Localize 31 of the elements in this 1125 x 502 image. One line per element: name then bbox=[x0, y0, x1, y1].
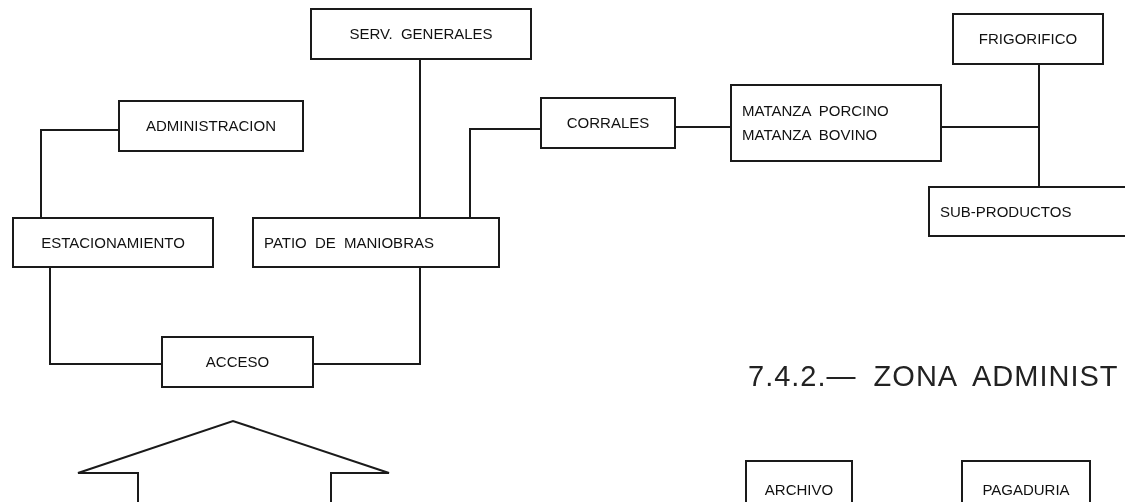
section-heading: 7.4.2.— ZONA ADMINIST bbox=[748, 360, 1119, 393]
box-label: ARCHIVO bbox=[763, 480, 835, 500]
box-label: SUB-PRODUCTOS bbox=[940, 201, 1073, 222]
box-label: FRIGORIFICO bbox=[977, 29, 1079, 49]
process-box bbox=[961, 460, 1091, 502]
connector-line bbox=[469, 128, 541, 218]
process-box bbox=[952, 13, 1104, 65]
box-label: PAGADURIA bbox=[981, 480, 1071, 500]
process-box bbox=[730, 84, 942, 162]
process-box bbox=[745, 460, 853, 502]
connector-line bbox=[313, 267, 421, 365]
process-box bbox=[252, 217, 500, 268]
process-box bbox=[928, 186, 1125, 237]
box-label: CORRALES bbox=[565, 113, 651, 133]
process-box bbox=[118, 100, 304, 152]
process-box bbox=[540, 97, 676, 149]
process-box bbox=[161, 336, 314, 388]
box-label: PATIO DE MANIOBRAS bbox=[264, 232, 435, 253]
connector-line bbox=[419, 59, 421, 218]
box-label: ADMINISTRACION bbox=[145, 116, 277, 136]
process-box bbox=[310, 8, 532, 60]
box-label: ESTACIONAMIENTO bbox=[40, 232, 186, 253]
connector-line bbox=[675, 126, 731, 128]
box-label: SERV. GENERALES bbox=[348, 24, 494, 44]
connector-line bbox=[40, 129, 119, 218]
box-label: MATANZA BOVINO bbox=[742, 125, 879, 145]
box-label: ACCESO bbox=[204, 352, 271, 372]
connector-line bbox=[941, 126, 1040, 187]
box-label: MATANZA PORCINO bbox=[742, 101, 890, 121]
connector-line bbox=[49, 267, 162, 365]
process-box bbox=[12, 217, 214, 268]
